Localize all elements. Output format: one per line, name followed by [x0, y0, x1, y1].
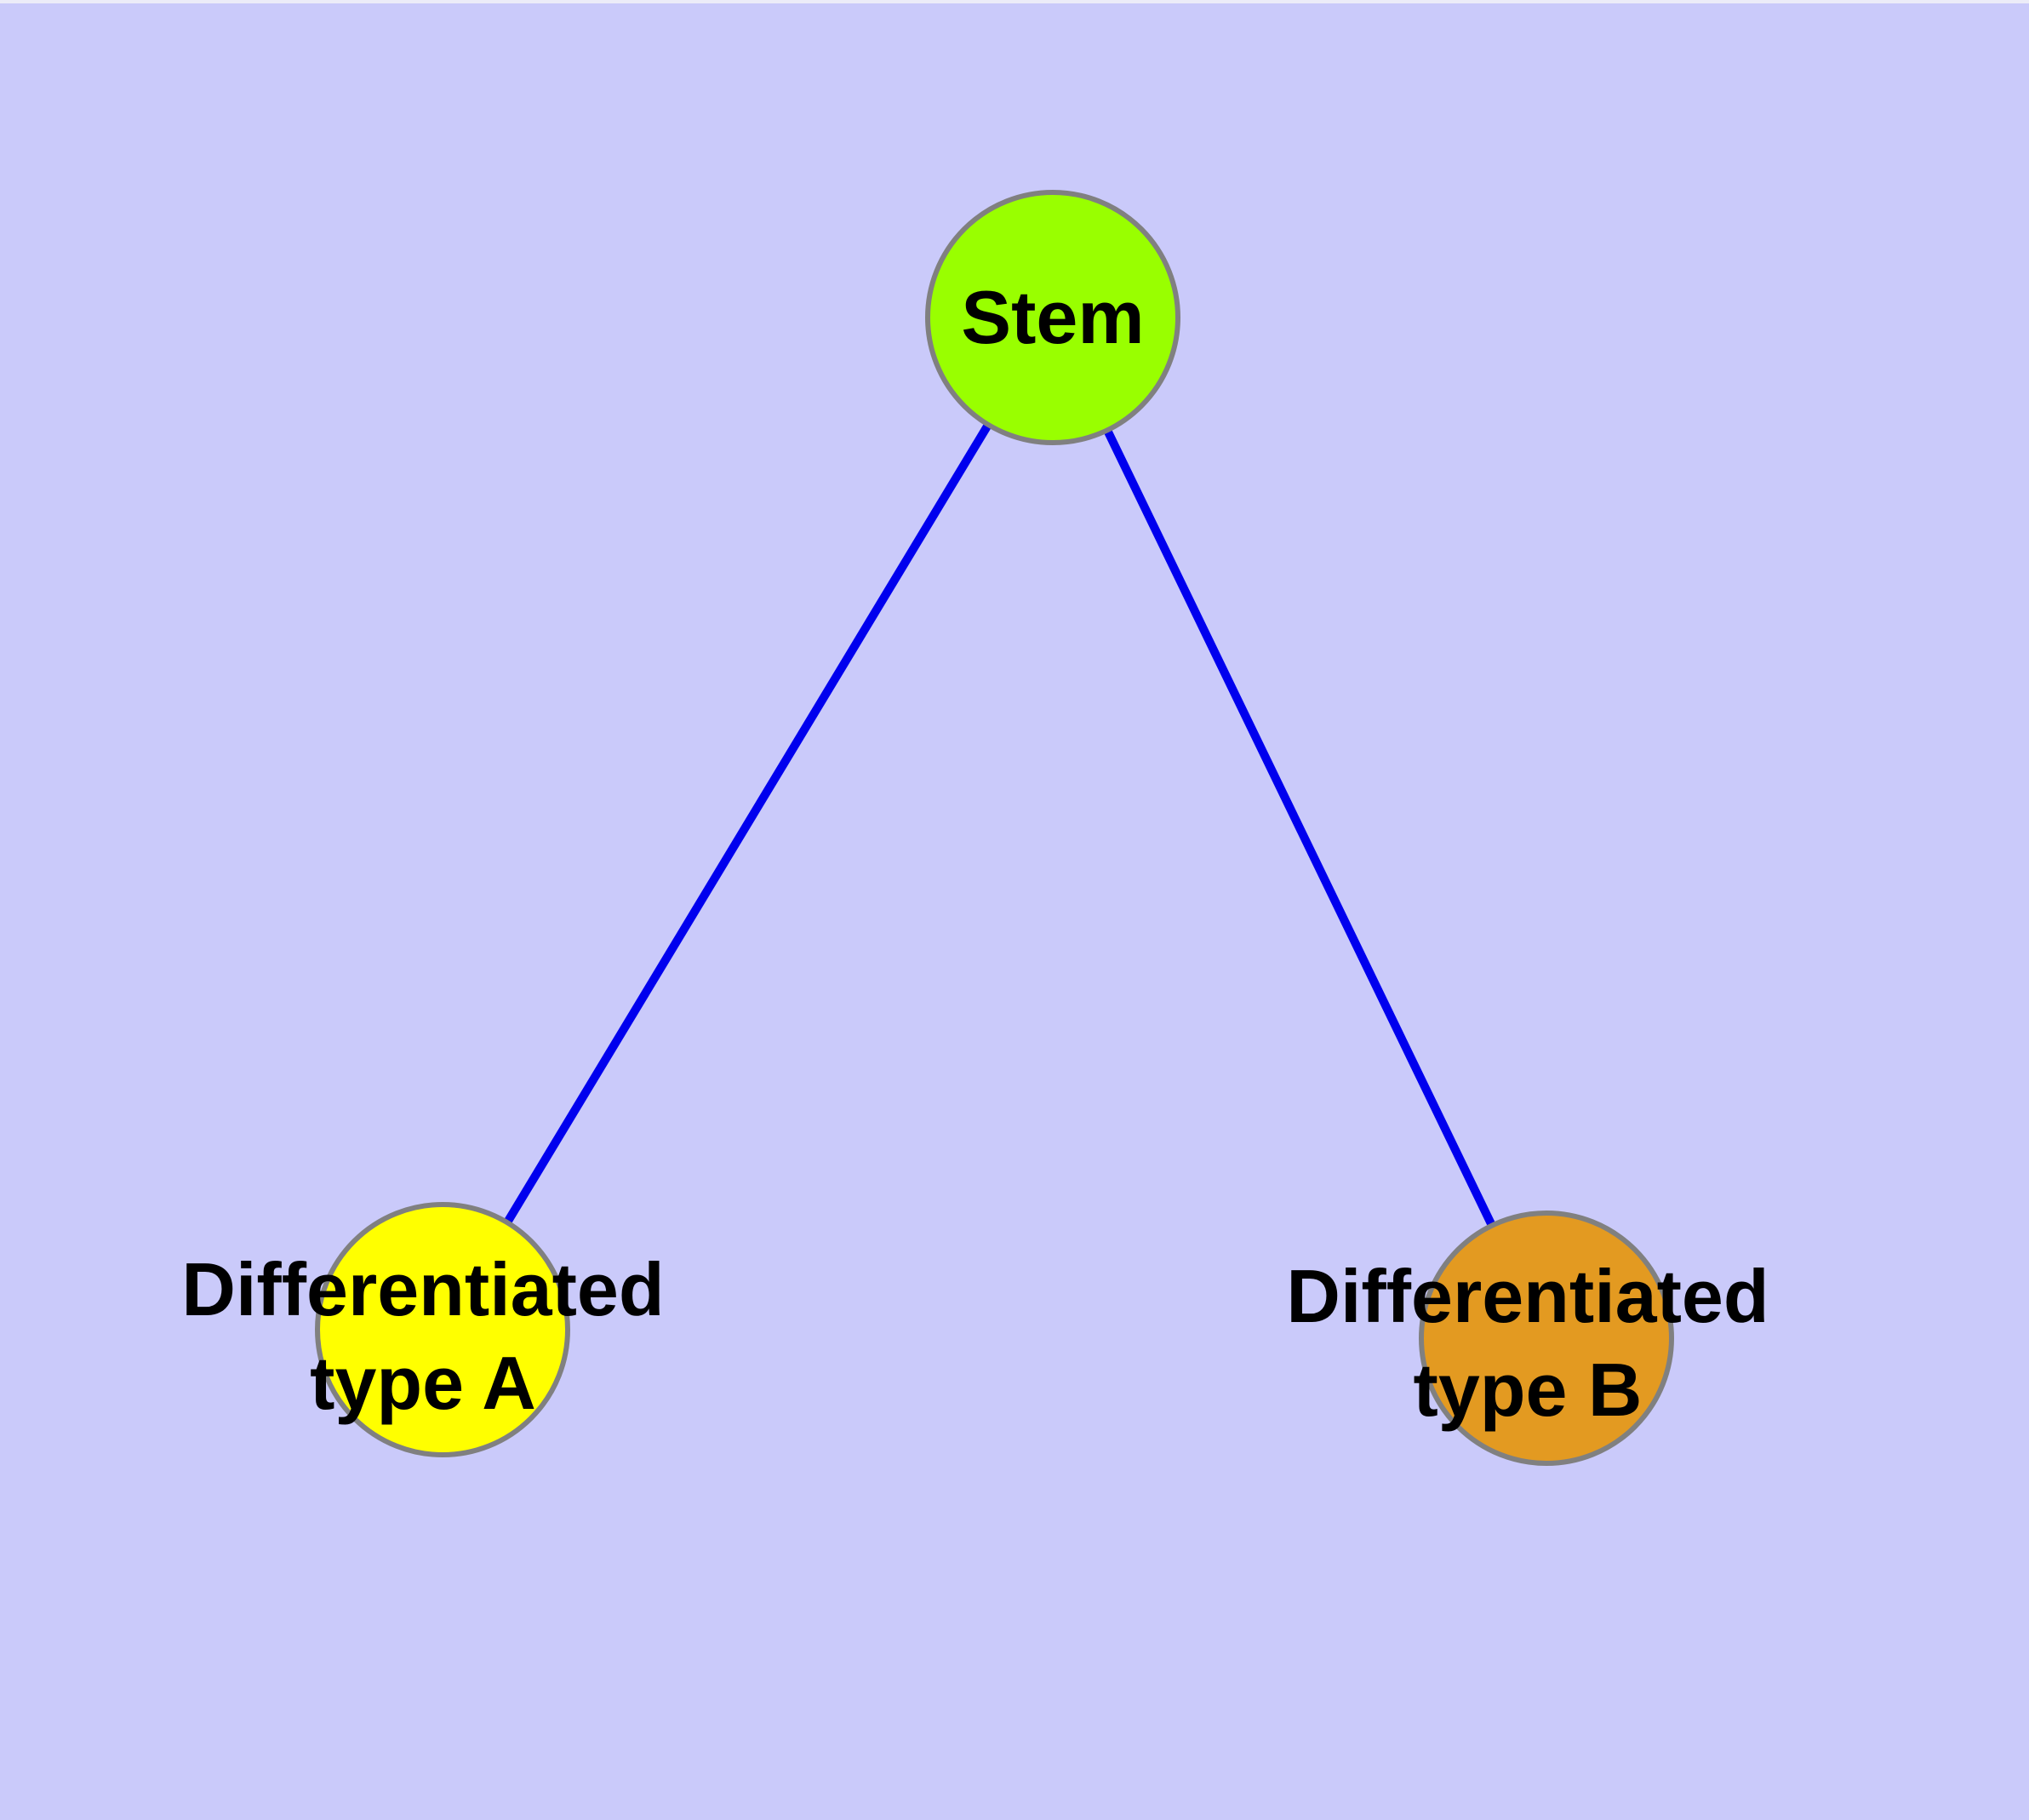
- edge-stem-to-type-a: [438, 315, 1057, 1332]
- node-differentiated-type-a: [315, 1202, 570, 1457]
- label-line: type A: [310, 1341, 536, 1425]
- node-differentiated-type-b: [1419, 1210, 1674, 1466]
- node-differentiated-type-b-label: Differentiated type B: [1286, 1250, 1769, 1437]
- edge-stem-to-type-b: [1049, 315, 1551, 1341]
- node-stem-label: Stem: [961, 275, 1145, 359]
- label-line: Differentiated: [181, 1247, 665, 1331]
- label-line: type B: [1413, 1348, 1643, 1432]
- node-stem: Stem: [925, 190, 1180, 445]
- node-differentiated-type-a-label: Differentiated type A: [181, 1243, 664, 1430]
- label-line: Differentiated: [1286, 1254, 1769, 1338]
- top-edge-strip: [0, 0, 2029, 3]
